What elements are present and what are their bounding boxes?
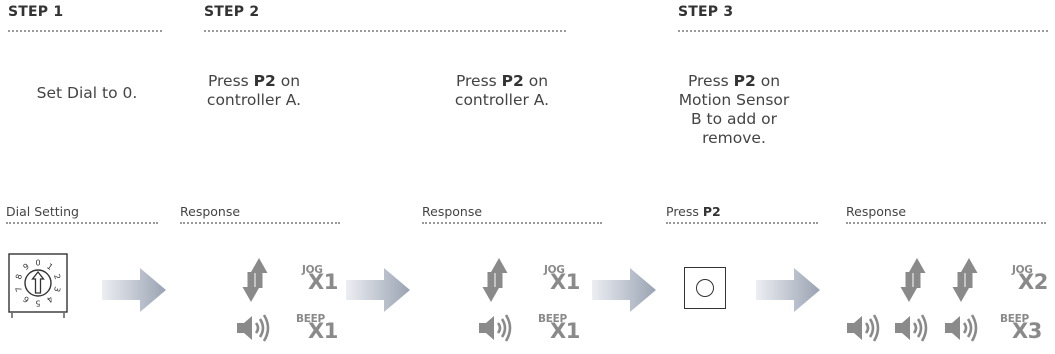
response-1-underline [180, 222, 340, 224]
jog-icon [242, 256, 268, 304]
press-controller-a-instruction-1: Press P2 on controller A. [206, 72, 302, 109]
response-2-underline [422, 222, 602, 224]
jog-icon [900, 256, 926, 304]
response-3-underline [846, 222, 1046, 224]
dial-number: 1 [45, 262, 54, 272]
response-label-3: Response [846, 204, 907, 219]
jog-icon [482, 256, 508, 304]
dial-setting-label: Dial Setting [6, 204, 79, 219]
button-circle [696, 279, 714, 297]
flow-arrow-4 [756, 268, 820, 312]
dial-number: 3 [52, 285, 62, 293]
step-1-underline [8, 30, 162, 32]
response-label-1: Response [180, 204, 241, 219]
speaker-icon [846, 313, 880, 343]
flow-arrow-3 [592, 268, 656, 312]
dial-number: 7 [14, 285, 24, 293]
press-p2-underline [666, 222, 818, 224]
press-controller-a-instruction-2: Press P2 on controller A. [454, 72, 550, 109]
speaker-icon [478, 313, 512, 343]
speaker-icon [944, 313, 978, 343]
dial-number: 6 [21, 294, 30, 304]
dial-number: 4 [45, 294, 54, 304]
dial-number: 0 [35, 259, 40, 268]
response-label-2: Response [422, 204, 483, 219]
dial-number: 5 [35, 299, 40, 308]
speaker-icon [236, 313, 270, 343]
flow-arrow-2 [346, 268, 410, 312]
flow-arrow-1 [102, 268, 166, 312]
step-1-title: STEP 1 [8, 4, 64, 20]
step-2-title: STEP 2 [204, 4, 260, 20]
step-3-underline [678, 30, 1048, 32]
press-motion-sensor-instruction: Press P2 on Motion Sensor B to add or re… [678, 72, 790, 147]
dial-number: 8 [14, 273, 24, 281]
set-dial-instruction: Set Dial to 0. [36, 84, 138, 102]
step-3-title: STEP 3 [678, 4, 734, 20]
p2-button-icon [684, 267, 726, 309]
step-2-underline [204, 30, 566, 32]
speaker-icon [894, 313, 928, 343]
jog-icon [952, 256, 978, 304]
dial-number: 2 [52, 273, 62, 281]
press-p2-label: Press P2 [666, 204, 721, 219]
dial-setting-underline [6, 222, 158, 224]
dial-number: 9 [21, 262, 30, 272]
